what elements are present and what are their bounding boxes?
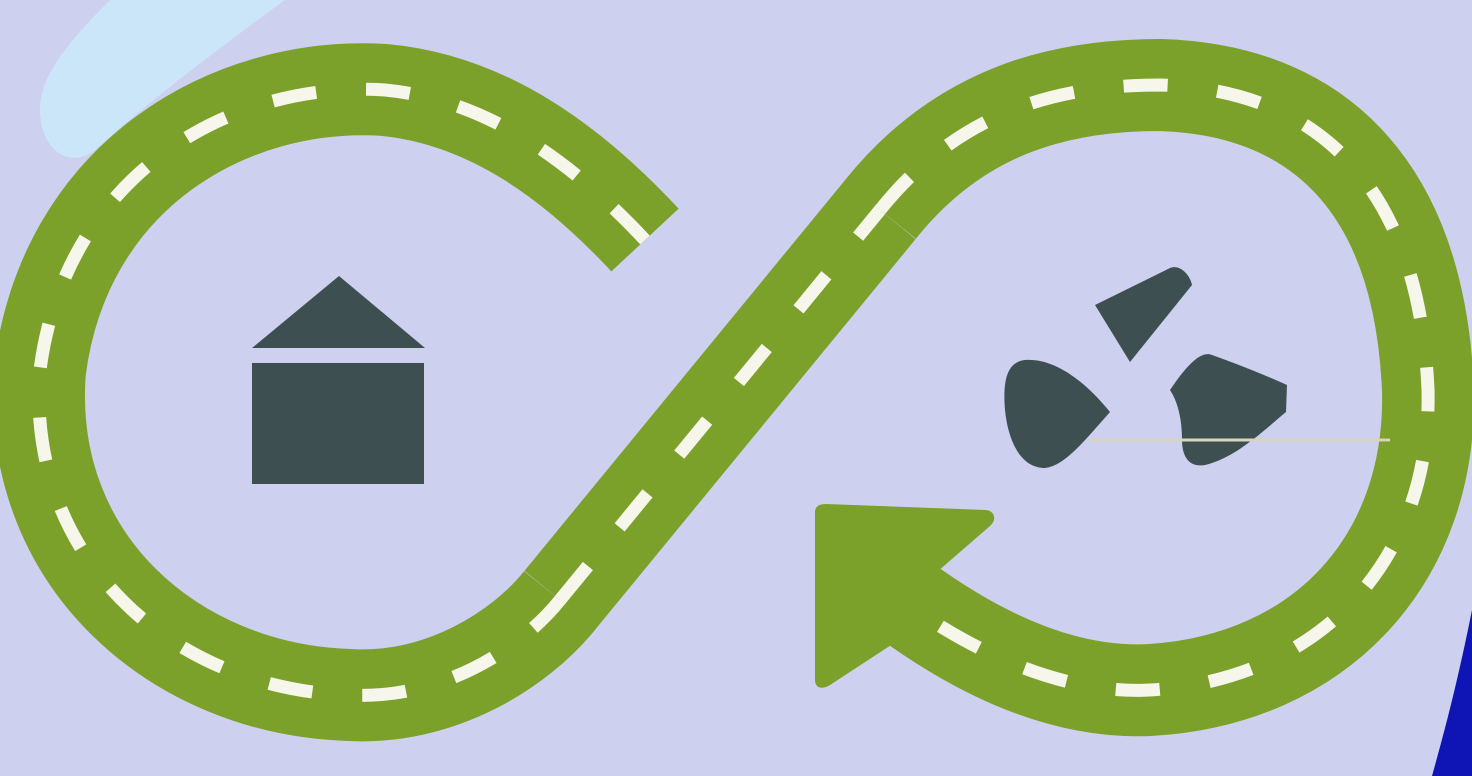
house-body [252, 363, 424, 484]
